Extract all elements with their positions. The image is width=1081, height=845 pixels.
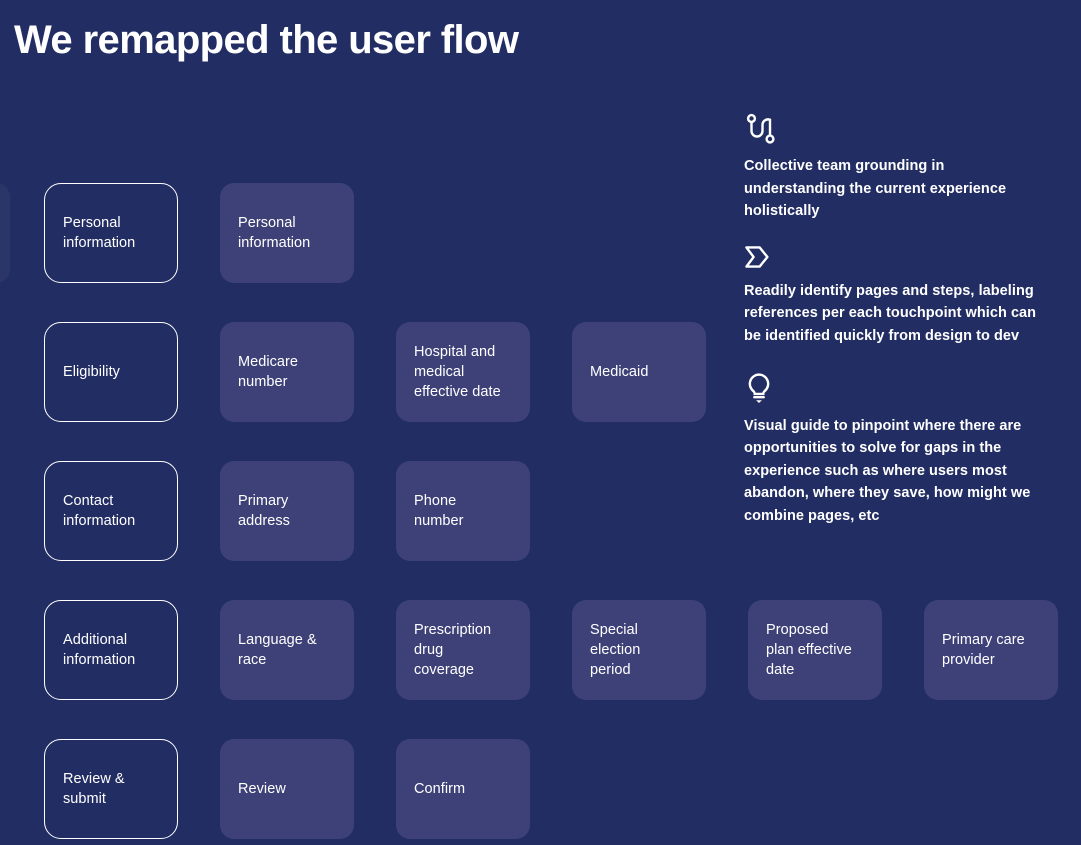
step-card-proposed-plan-effective-date[interactable]: Proposed plan effective date xyxy=(748,600,882,700)
step-card-phone-number[interactable]: Phone number xyxy=(396,461,530,561)
stage-card-review-submit[interactable]: Review & submit xyxy=(44,739,178,839)
card-label: Review & submit xyxy=(63,771,125,807)
card-label: Hospital and medical effective date xyxy=(414,344,501,400)
lightbulb-icon xyxy=(744,372,1056,406)
step-card-review[interactable]: Review xyxy=(220,739,354,839)
card-label: Eligibility xyxy=(63,364,120,380)
step-card-medicare-number[interactable]: Medicare number xyxy=(220,322,354,422)
annotation-text: Visual guide to pinpoint where there are… xyxy=(744,417,1031,525)
card-label: Prescription drug coverage xyxy=(414,622,492,678)
card-label: Review xyxy=(238,781,286,797)
annotation-text: Collective team grounding in understandi… xyxy=(744,158,1007,220)
annotation-text: Readily identify pages and steps, labeli… xyxy=(744,282,1037,345)
card-label: Special election period xyxy=(590,622,641,678)
stage-card-eligibility[interactable]: Eligibility xyxy=(44,322,178,422)
step-card-primary-address[interactable]: Primary address xyxy=(220,461,354,561)
tag-label-icon xyxy=(744,245,1056,271)
step-card-special-election-period[interactable]: Special election period xyxy=(572,600,706,700)
route-path-icon xyxy=(744,112,1056,146)
page-title: We remapped the user flow xyxy=(14,18,519,62)
card-label: Phone number xyxy=(414,493,464,529)
annotation-block-labeling: Readily identify pages and steps, labeli… xyxy=(744,245,1056,348)
card-label: Medicare number xyxy=(238,354,299,390)
step-card-language-race[interactable]: Language & race xyxy=(220,600,354,700)
card-label: Additional information xyxy=(63,632,136,668)
step-card-confirm[interactable]: Confirm xyxy=(396,739,530,839)
stage-card-contact-information[interactable]: Contact information xyxy=(44,461,178,561)
card-label: Medicaid xyxy=(590,364,649,380)
step-card-prescription-drug-coverage[interactable]: Prescription drug coverage xyxy=(396,600,530,700)
step-card-primary-care-provider[interactable]: Primary care provider xyxy=(924,600,1058,700)
stage-card-personal-information[interactable]: Personal information xyxy=(44,183,178,283)
card-label: Personal information xyxy=(238,215,311,251)
card-label: Confirm xyxy=(414,781,466,797)
step-card-hospital-medical-effective-date[interactable]: Hospital and medical effective date xyxy=(396,322,530,422)
user-flow-grid: Personal information Personal informatio… xyxy=(44,183,1058,839)
step-card-personal-information[interactable]: Personal information xyxy=(220,183,354,283)
clipped-offscreen-card xyxy=(0,183,10,283)
annotation-block-grounding: Collective team grounding in understandi… xyxy=(744,112,1056,223)
annotations-panel: Collective team grounding in understandi… xyxy=(744,112,1056,546)
card-label: Personal information xyxy=(63,215,136,251)
annotation-block-visual-guide: Visual guide to pinpoint where there are… xyxy=(744,372,1056,528)
card-label: Language & race xyxy=(238,632,317,668)
card-label: Primary care provider xyxy=(942,632,1025,668)
card-label: Primary address xyxy=(238,493,290,529)
card-label: Contact information xyxy=(63,493,136,529)
step-card-medicaid[interactable]: Medicaid xyxy=(572,322,706,422)
stage-card-additional-information[interactable]: Additional information xyxy=(44,600,178,700)
card-label: Proposed plan effective date xyxy=(766,622,852,678)
